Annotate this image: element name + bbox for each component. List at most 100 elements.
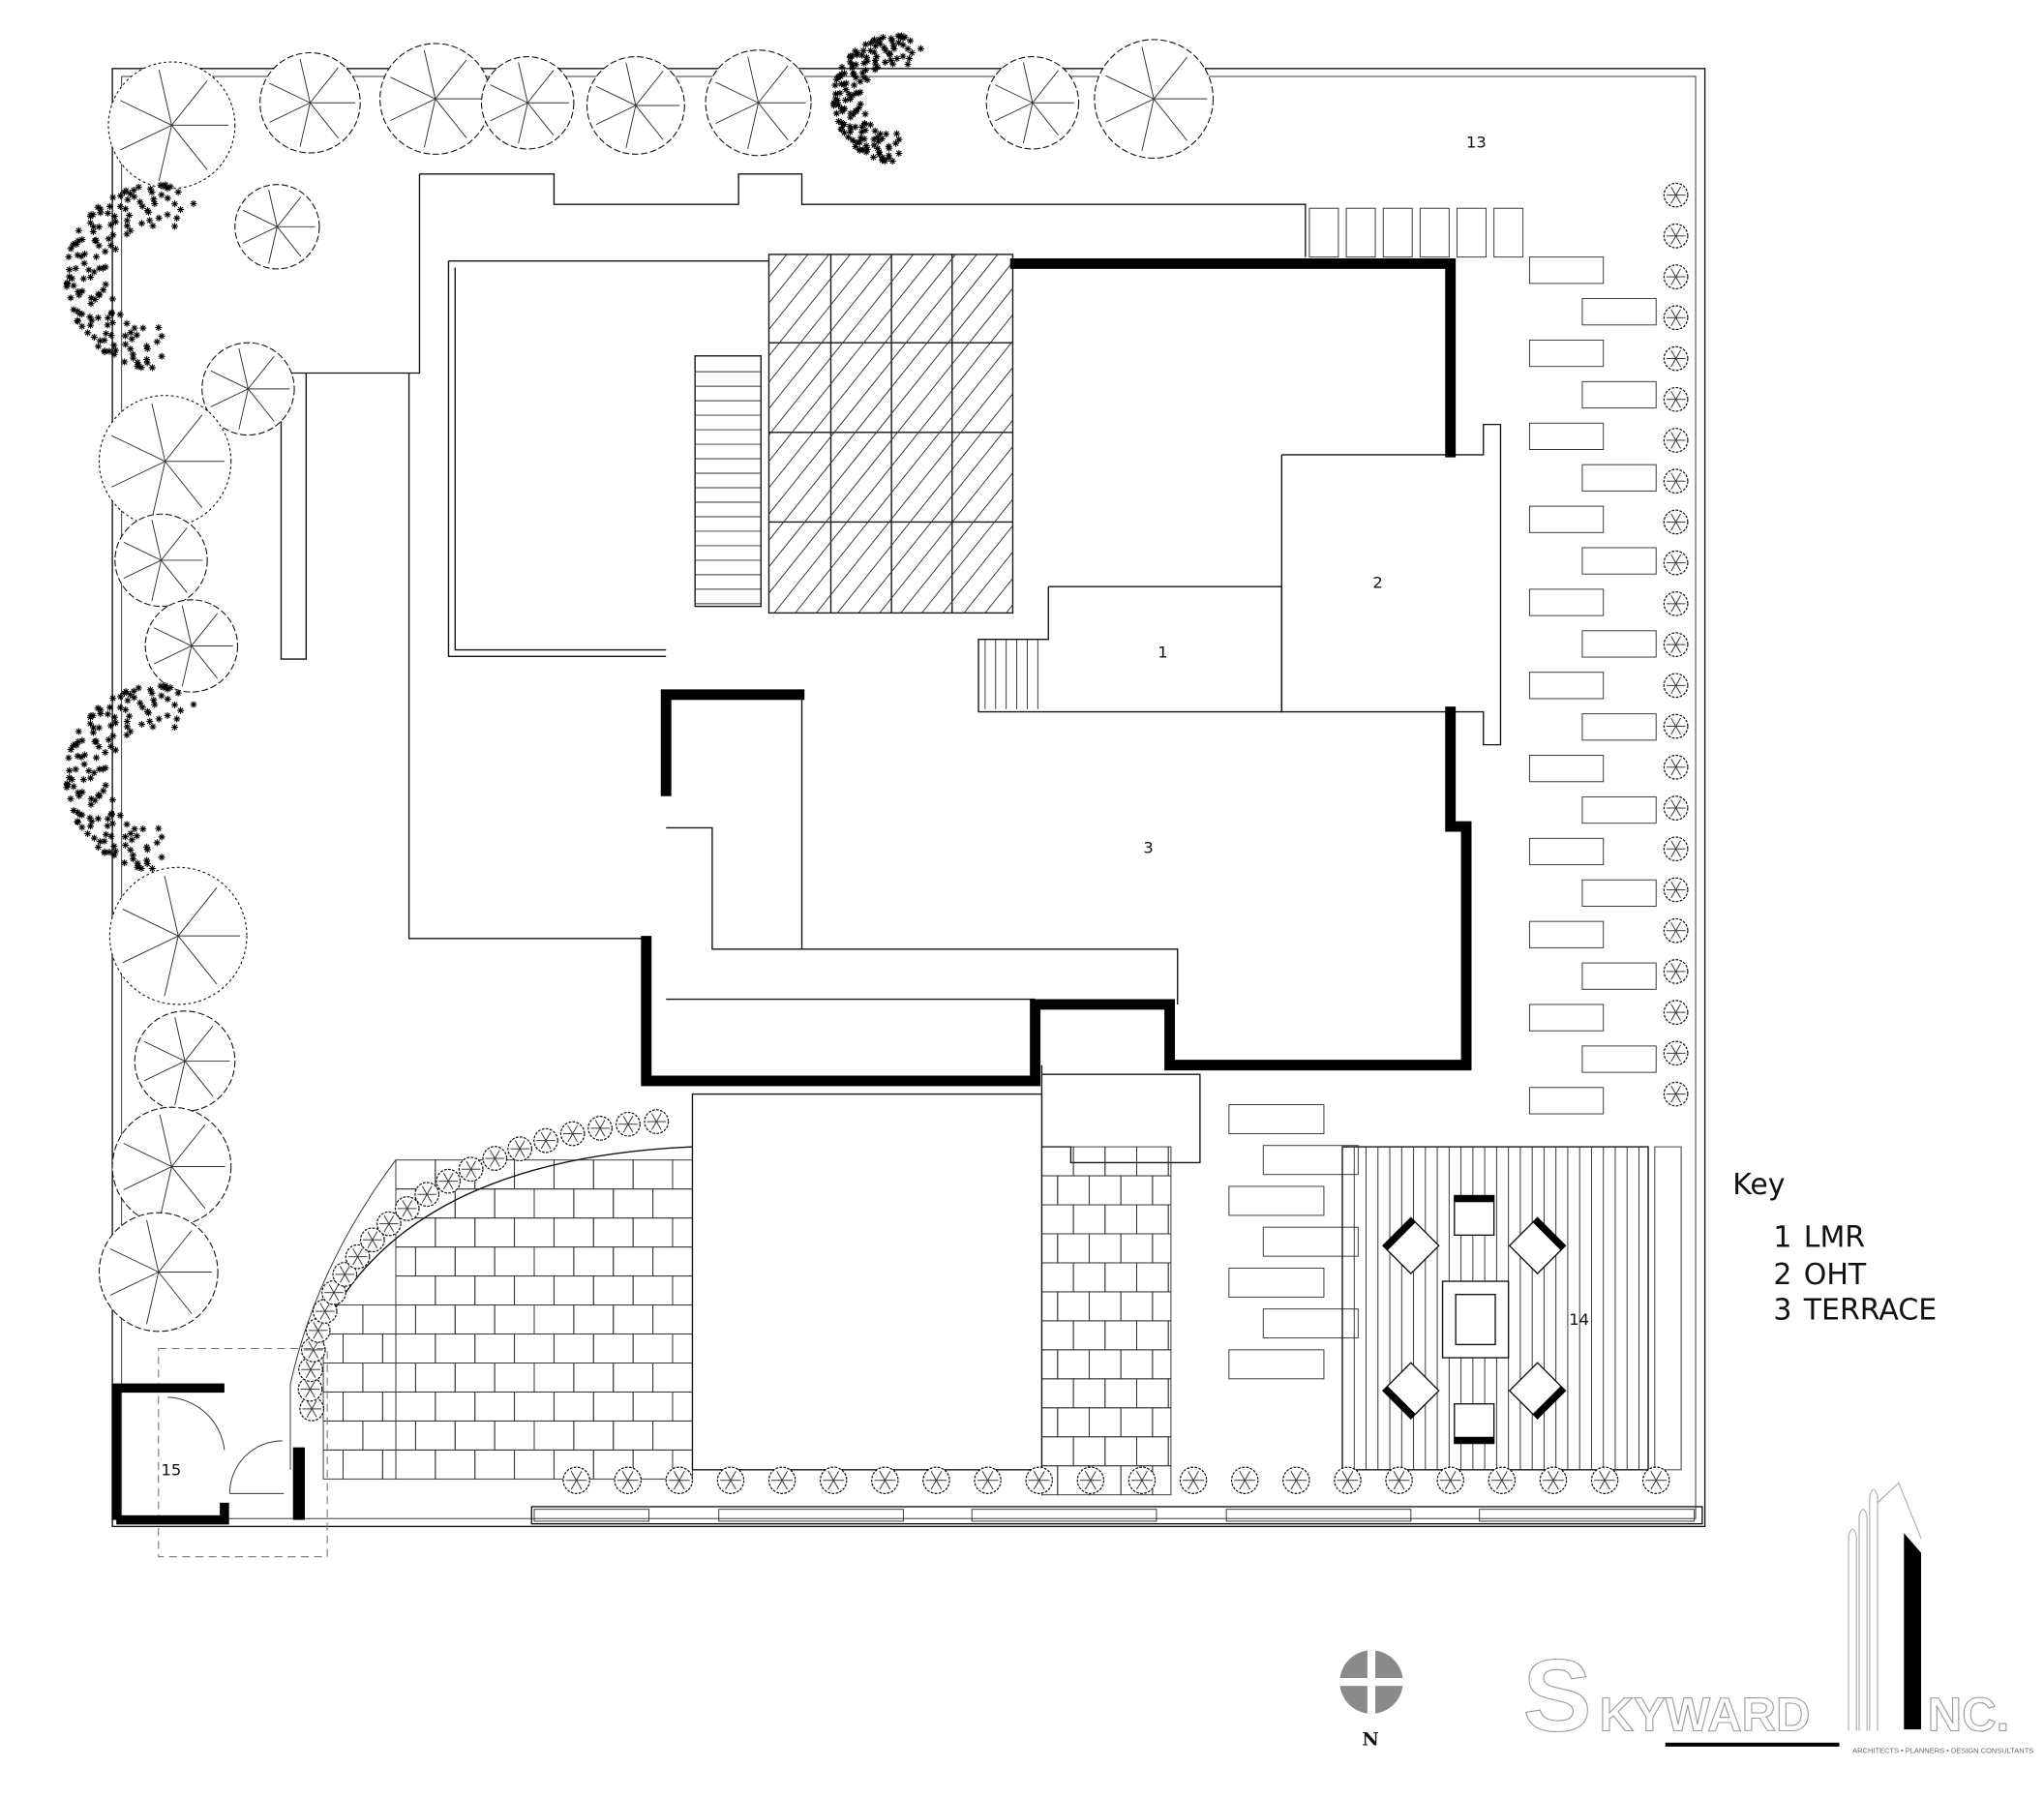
tree-branch — [109, 1248, 159, 1273]
brick-paver — [592, 1391, 634, 1422]
shrub-branch — [344, 1274, 350, 1283]
brick-paver — [1167, 1146, 1172, 1177]
shrub-icon — [974, 1466, 1002, 1494]
shrub-branch — [1347, 1471, 1354, 1481]
shrub-icon — [716, 1466, 745, 1494]
shrub-branch — [1675, 603, 1681, 613]
brick-paver — [322, 1363, 364, 1393]
brick-paver — [1104, 1146, 1137, 1177]
brick-paver — [414, 1246, 456, 1277]
tree-branch — [143, 1040, 186, 1062]
tree-branch — [181, 645, 193, 687]
key-item-num: 2 — [1773, 1258, 1791, 1292]
key-item-num: 3 — [1773, 1294, 1791, 1328]
brick-paver — [672, 1159, 693, 1190]
tree-icon — [98, 395, 232, 528]
tree-icon — [379, 43, 492, 155]
brick-paver — [652, 1188, 693, 1219]
tree-branch — [122, 935, 179, 964]
brick-paver — [1167, 1378, 1172, 1409]
brick-paver — [395, 1420, 416, 1451]
tree-branch — [151, 461, 166, 520]
chair-back — [1454, 1195, 1494, 1203]
tree-branch — [174, 1061, 186, 1106]
shrub-branch — [594, 1127, 601, 1137]
hatch-line — [1027, 255, 1313, 614]
shrub-branch — [514, 1148, 521, 1157]
paver — [1581, 298, 1657, 326]
shrub-branch — [572, 1124, 579, 1134]
shrub-branch — [1670, 766, 1677, 776]
brick-paver — [414, 1420, 456, 1451]
shrub-branch — [987, 1480, 994, 1490]
shrub-branch — [421, 1185, 428, 1195]
shrub-icon — [298, 1357, 323, 1383]
brick-paver — [533, 1188, 575, 1219]
shrub-branch — [367, 1231, 374, 1241]
tree-branch — [146, 1219, 160, 1273]
shrub-branch — [570, 1471, 577, 1481]
brick-paver — [632, 1391, 674, 1422]
shrub-branch — [655, 1121, 662, 1130]
brick-paver — [652, 1246, 693, 1277]
shrub-branch — [1398, 1471, 1405, 1481]
paver — [1528, 588, 1605, 616]
paver — [1493, 207, 1524, 258]
skyward-logo: S KYWARD NC. ARCHITECTS • PLANNERS • DES… — [1522, 1482, 2033, 1755]
shrub-branch — [1675, 554, 1681, 563]
guard-room: 15 — [111, 1347, 328, 1558]
shrub-branch — [1341, 1480, 1348, 1490]
tree-branch — [210, 388, 249, 407]
tree-branch — [146, 1272, 160, 1325]
hatch-line — [921, 498, 1013, 614]
hatch-line — [479, 255, 766, 614]
hatch-line — [942, 524, 1013, 614]
paver — [1581, 464, 1657, 492]
shrub-branch — [1450, 1471, 1457, 1481]
brick-paver — [1040, 1407, 1059, 1438]
brick-paver — [343, 1334, 383, 1363]
brick-paver — [1120, 1175, 1154, 1206]
brick-paver — [1136, 1320, 1169, 1351]
planter-edge — [289, 1159, 397, 1470]
shrub-branch — [344, 1266, 350, 1275]
tree-branch — [1022, 103, 1034, 144]
tree-icon — [114, 513, 208, 608]
brick-paver — [1040, 1378, 1074, 1409]
shrub-icon — [1663, 550, 1689, 576]
tree-branch — [153, 645, 193, 665]
tree-branch — [1141, 46, 1155, 100]
shrub-icon — [1641, 1466, 1670, 1494]
tree-branch — [164, 875, 179, 937]
shrub-branch — [1675, 930, 1681, 940]
paving — [289, 207, 1657, 1496]
label-lmr: 1 — [1157, 644, 1167, 662]
brick-paver — [613, 1246, 654, 1277]
brick-paver — [613, 1420, 654, 1451]
brick-paver — [1104, 1262, 1137, 1293]
planter-box — [1479, 1509, 1696, 1522]
brick-paver — [435, 1275, 476, 1306]
shrub-branch — [1670, 799, 1677, 809]
chair-back — [1382, 1386, 1416, 1419]
tree-branch — [1153, 56, 1187, 100]
hatch-line — [415, 255, 702, 614]
tree-branch — [595, 105, 637, 126]
shrub-icon — [1282, 1466, 1310, 1494]
shrub-branch — [372, 1231, 378, 1241]
hatch-line — [768, 254, 999, 542]
paver — [1262, 1308, 1359, 1339]
brick-paver — [514, 1391, 555, 1422]
shrub-branch — [540, 1140, 547, 1150]
shrub-branch — [621, 1471, 629, 1481]
shrub-branch — [1033, 1480, 1040, 1490]
tree-leaves — [63, 181, 197, 372]
shrub-branch — [1192, 1480, 1199, 1490]
shrub-icon — [1663, 264, 1689, 289]
paver — [1419, 207, 1450, 258]
chair-back — [1454, 1436, 1494, 1444]
tree-branch — [248, 355, 275, 390]
tree-branch — [164, 936, 179, 997]
paver — [1457, 207, 1487, 258]
paver — [1581, 380, 1657, 409]
